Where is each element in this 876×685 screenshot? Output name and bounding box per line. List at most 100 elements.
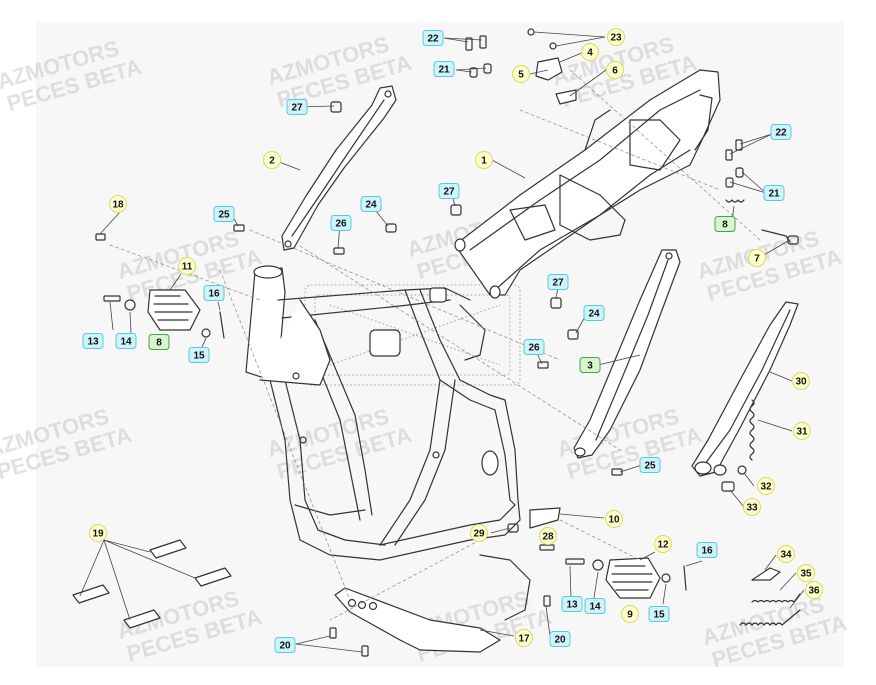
callout-21: 21: [433, 61, 455, 77]
callout-number: 29: [473, 529, 485, 540]
callout-24: 24: [360, 196, 382, 212]
callout-marker: [607, 28, 625, 46]
callout-number: 13: [87, 337, 99, 348]
callout-8: 8: [714, 216, 736, 232]
callout-23: 23: [607, 28, 625, 46]
callout-marker: [583, 305, 605, 321]
callout-20: 20: [549, 631, 571, 647]
stand-nut: [737, 465, 747, 475]
callout-marker: [770, 124, 792, 140]
callout-number: 35: [800, 569, 812, 580]
callout-marker: [89, 524, 107, 542]
side-rail-right: [573, 249, 681, 459]
callout-number: 17: [518, 634, 530, 645]
callout-26: 26: [523, 339, 545, 355]
callout-28: 28: [539, 527, 557, 545]
callout-marker: [654, 535, 672, 553]
callout-30: 30: [792, 372, 810, 390]
rear-subframe: [454, 69, 721, 299]
callout-marker: [579, 357, 601, 373]
callout-number: 24: [365, 200, 377, 211]
spring-kit: [739, 567, 801, 626]
callout-marker: [792, 372, 810, 390]
callout-marker: [515, 629, 533, 647]
callout-marker: [757, 477, 775, 495]
callout-number: 20: [554, 635, 566, 646]
frame-pads: [72, 539, 232, 629]
callout-marker: [539, 527, 557, 545]
callout-marker: [263, 151, 281, 169]
callout-29: 29: [470, 524, 488, 542]
callout-marker: [714, 216, 736, 232]
callout-marker: [748, 249, 766, 267]
skid-plate: [334, 554, 531, 653]
callout-marker: [696, 542, 718, 558]
callout-marker: [805, 581, 823, 599]
callout-marker: [621, 605, 639, 623]
callout-number: 5: [518, 70, 524, 81]
callout-number: 22: [775, 128, 787, 139]
leader-lines: [109, 69, 761, 621]
callout-number: 22: [427, 34, 439, 45]
callout-9: 9: [621, 605, 639, 623]
callout-marker: [639, 457, 661, 473]
callout-marker: [470, 524, 488, 542]
callout-number: 16: [701, 546, 713, 557]
callout-marker: [148, 334, 170, 350]
callout-marker: [422, 30, 444, 46]
callout-number: 13: [566, 600, 578, 611]
callout-marker: [549, 631, 571, 647]
callout-number: 23: [610, 33, 622, 44]
callout-marker: [797, 564, 815, 582]
callout-marker: [109, 195, 127, 213]
callout-marker: [743, 498, 761, 516]
callout-22: 22: [770, 124, 792, 140]
callout-14: 14: [584, 598, 606, 614]
callout-33: 33: [743, 498, 761, 516]
callout-marker: [330, 215, 352, 231]
callout-number: 4: [587, 48, 593, 59]
callout-marker: [360, 196, 382, 212]
callout-number: 1: [481, 156, 487, 167]
callout-13: 13: [82, 333, 104, 349]
callout-marker: [475, 151, 493, 169]
callout-marker: [213, 206, 235, 222]
callout-number: 21: [768, 189, 780, 200]
callout-number: 33: [746, 503, 758, 514]
callout-22: 22: [422, 30, 444, 46]
callout-marker: [178, 257, 196, 275]
hardware: [95, 28, 799, 657]
callout-number: 15: [193, 351, 205, 362]
callout-marker: [286, 99, 308, 115]
callout-8: 8: [148, 334, 170, 350]
callout-marker: [512, 65, 530, 83]
callout-number: 36: [808, 586, 820, 597]
callout-36: 36: [805, 581, 823, 599]
callout-marker: [581, 43, 599, 61]
callout-number: 12: [657, 540, 669, 551]
callout-marker: [584, 598, 606, 614]
callout-number: 8: [722, 220, 728, 231]
callout-19: 19: [89, 524, 107, 542]
callout-marker: [547, 274, 569, 290]
callout-number: 27: [291, 103, 303, 114]
callout-32: 32: [757, 477, 775, 495]
callout-21: 21: [763, 185, 785, 201]
callout-11: 11: [178, 257, 196, 275]
callout-27: 27: [438, 183, 460, 199]
callout-13: 13: [561, 596, 583, 612]
callout-marker: [648, 606, 670, 622]
callout-25: 25: [639, 457, 661, 473]
callout-31: 31: [793, 422, 811, 440]
callout-marker: [561, 596, 583, 612]
callout-2: 2: [263, 151, 281, 169]
callout-7: 7: [748, 249, 766, 267]
callout-15: 15: [188, 347, 210, 363]
callout-marker: [115, 333, 137, 349]
callout-25: 25: [213, 206, 235, 222]
callout-marker: [203, 285, 225, 301]
callout-number: 20: [279, 641, 291, 652]
